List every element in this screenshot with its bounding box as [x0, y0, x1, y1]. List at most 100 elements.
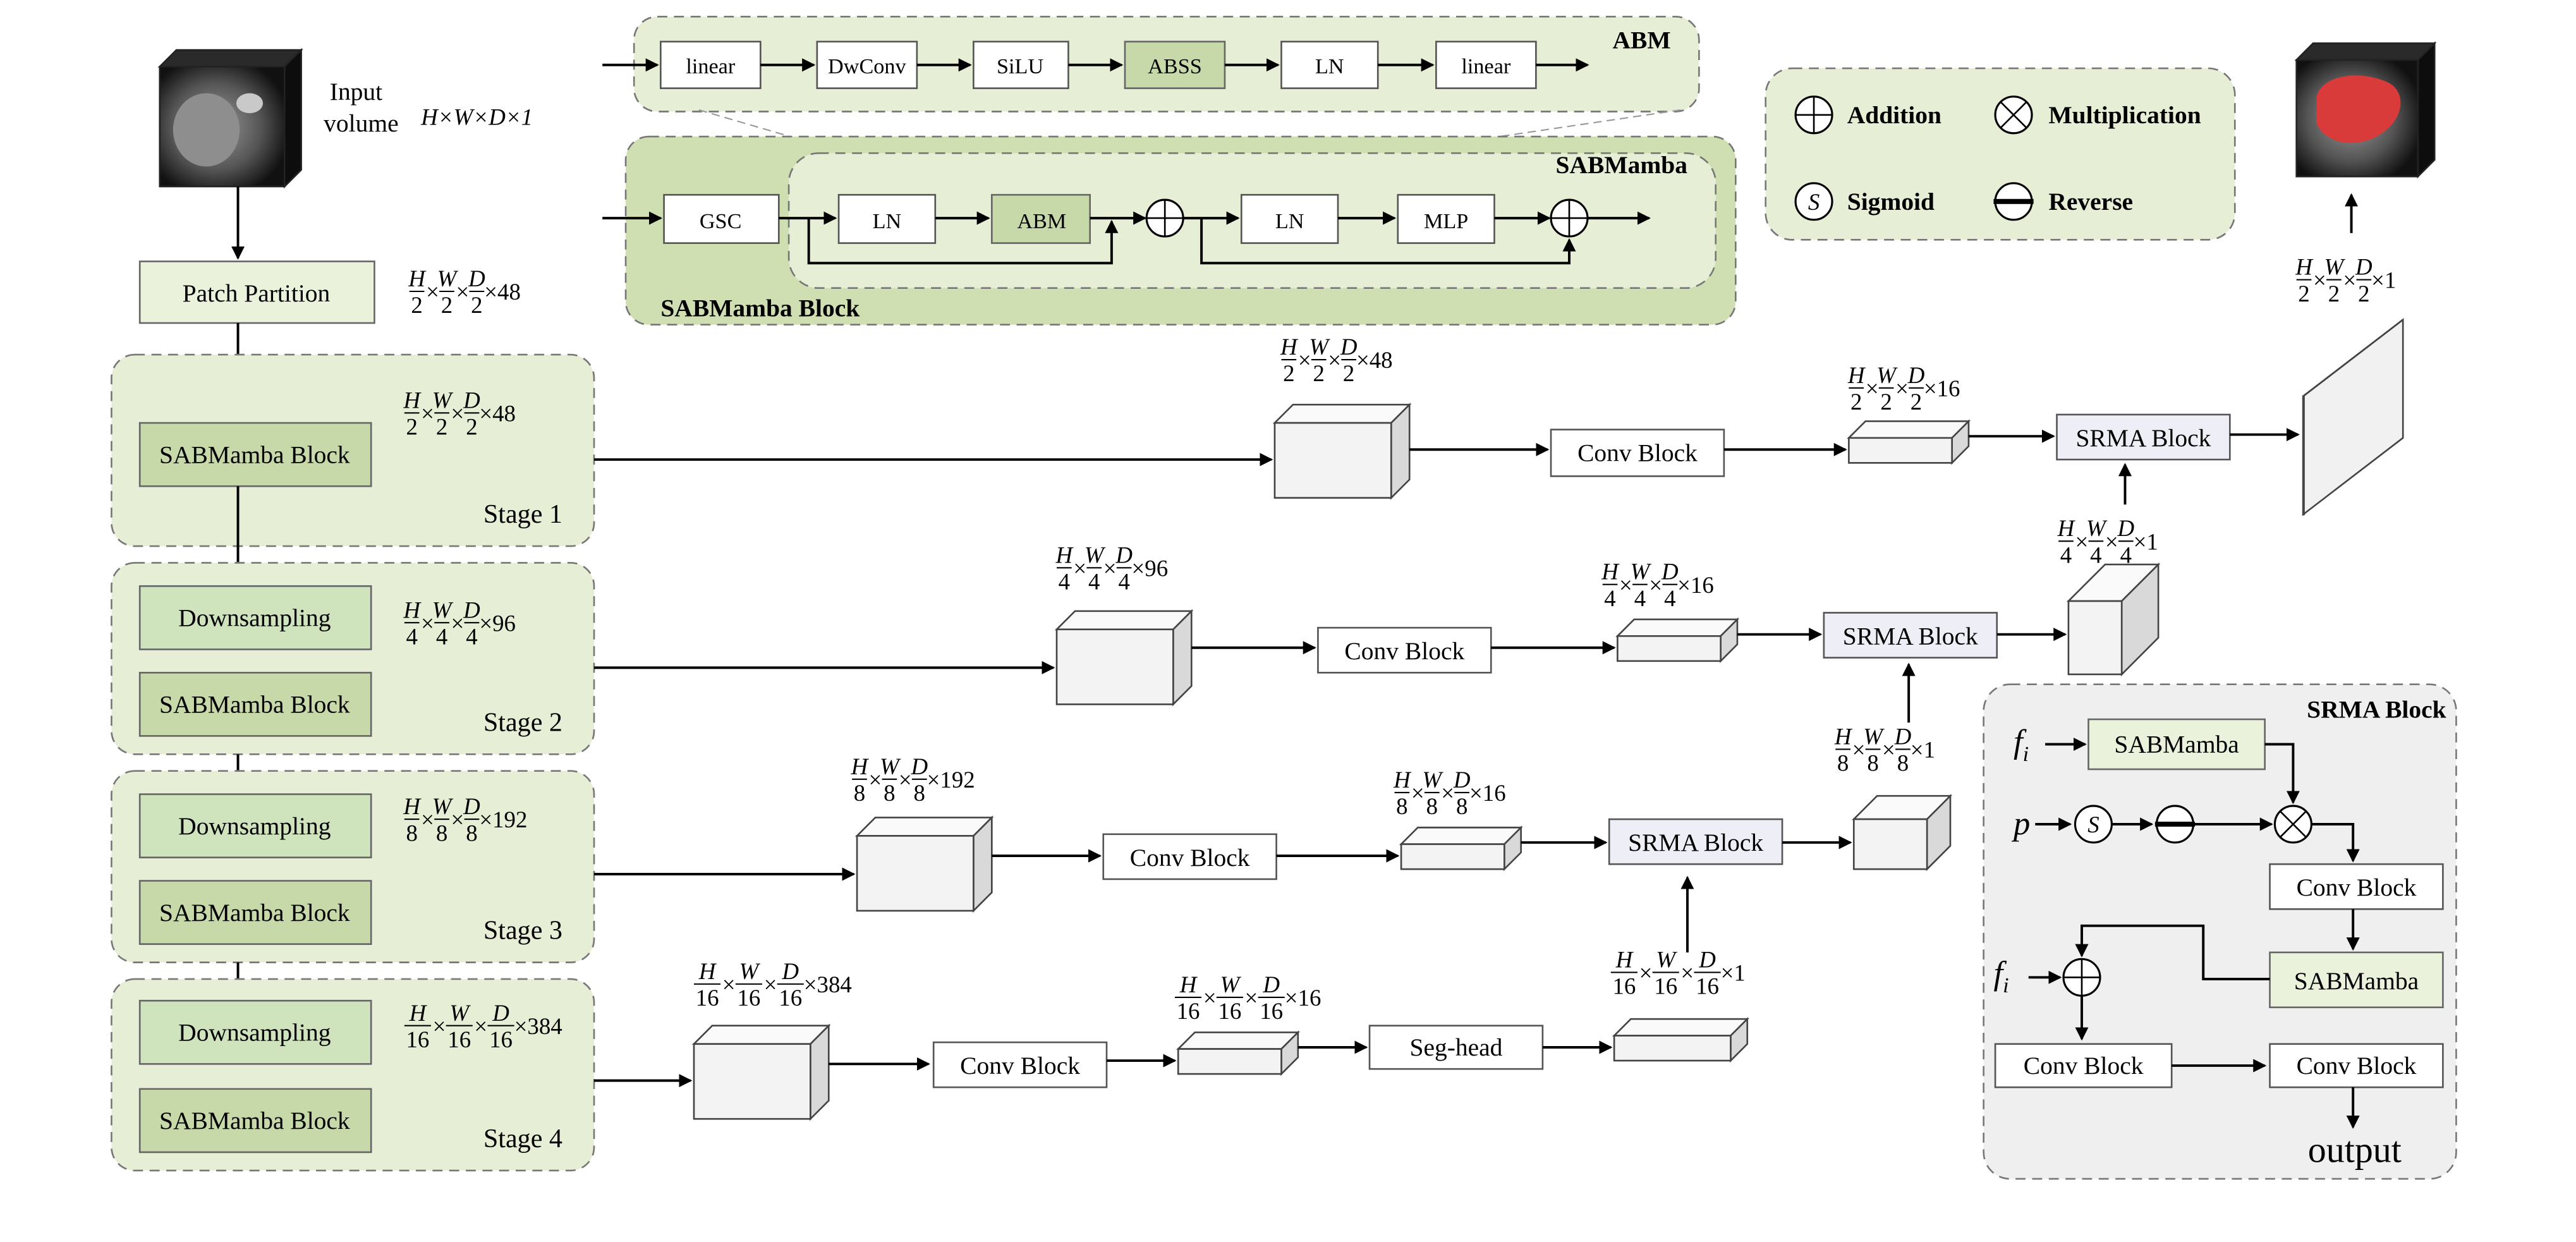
- srma-conv-block-1-label: Conv Block: [2297, 874, 2417, 901]
- row4-conv-dims-den-0: 16: [1177, 998, 1200, 1024]
- patch-partition-dims-times-1: ×: [456, 279, 469, 305]
- row2-conv-dims-times-1: ×: [1649, 572, 1662, 598]
- row3-up-cube-front: [1852, 818, 1928, 870]
- row1-feature-dims-den-0: 2: [1283, 360, 1294, 386]
- stage2-dims: H4×W4×D4×96: [403, 597, 516, 649]
- patch-partition-box: [138, 260, 375, 324]
- row2-conv-block: [1317, 626, 1492, 674]
- patch-partition-label: Patch Partition: [183, 279, 331, 307]
- row2-feature-dims-suffix: ×96: [1132, 555, 1169, 581]
- stage4-dims-num-2: D: [492, 1000, 509, 1026]
- row1-conv-dims-num-0: H: [1847, 362, 1866, 388]
- final-dims-num-0: H: [2295, 254, 2314, 280]
- row2-feature-dims-den-2: 4: [1118, 569, 1129, 595]
- stage1-dims-den-1: 2: [436, 414, 447, 440]
- addition-icon: [1794, 95, 1833, 135]
- row2-up-dims-num-1: W: [2086, 515, 2108, 541]
- abm-step-abss: [1124, 40, 1226, 89]
- residual-1: [807, 218, 1119, 265]
- row1-conv-dims-den-0: 2: [1850, 389, 1862, 415]
- row2-up-dims-den-0: 4: [2060, 542, 2072, 568]
- row3-feature-cube: [854, 815, 994, 913]
- row4-feature-dims-den-0: 16: [696, 985, 719, 1011]
- patch-partition-dims-suffix: ×48: [484, 279, 521, 305]
- row2-conv-dims-den-0: 4: [1604, 585, 1615, 611]
- row4-feature-cube: [691, 1023, 831, 1121]
- row3-up-dims-den-2: 8: [1897, 750, 1909, 776]
- stage1-dims-num-2: D: [463, 387, 480, 413]
- abm-title: ABM: [1612, 26, 1670, 54]
- row4-up-cube: [1612, 1017, 1749, 1063]
- row4-conv-dims-den-2: 16: [1260, 998, 1283, 1024]
- row1-conv-dims-num-2: D: [1907, 362, 1925, 388]
- srma-sabmamba-1: [2087, 718, 2266, 770]
- row1-feature-dims-den-2: 2: [1343, 360, 1354, 386]
- row2-up-dims-den-1: 4: [2090, 542, 2101, 568]
- final-dims-den-0: 2: [2298, 281, 2309, 307]
- srma-conv-block-2-label: Conv Block: [2024, 1052, 2144, 1080]
- srma-p: p: [2011, 805, 2030, 842]
- abm-step-linear2-label: linear: [1461, 54, 1510, 78]
- row2-conv-dims-num-1: W: [1631, 559, 1652, 585]
- legend-multiplication: Multiplication: [2048, 101, 2201, 129]
- stage4-downsampling-label: Downsampling: [178, 1018, 331, 1046]
- stage2-dims-den-1: 4: [436, 623, 447, 649]
- row3-conv-cube-top: [1399, 826, 1523, 845]
- stage4-dims-suffix: ×384: [514, 1013, 562, 1039]
- row2-feature-dims-num-0: H: [1055, 542, 1074, 568]
- final-dims-suffix: ×1: [2371, 267, 2396, 293]
- stage1-dims-den-0: 2: [406, 414, 417, 440]
- row2-feature-dims: H4×W4×D4×96: [1055, 542, 1169, 594]
- mlp-label: MLP: [1424, 209, 1468, 233]
- row4-feature-dims-times-0: ×: [722, 971, 736, 997]
- row2-srma-label: SRMA Block: [1843, 622, 1978, 650]
- row2-conv-dims-den-1: 4: [1634, 585, 1646, 611]
- row3-conv-dims: H8×W8×D8×16: [1393, 767, 1506, 819]
- patch-partition-dims-den-2: 2: [471, 292, 482, 318]
- stage3-dims-den-1: 8: [436, 820, 447, 846]
- srma-sigmoid-symbol: S: [2087, 812, 2099, 837]
- row3-conv-dims-times-0: ×: [1411, 780, 1425, 806]
- row1-feature-dims-num-2: D: [1340, 334, 1358, 360]
- sabmamba-inner-title: SABMamba: [1556, 151, 1688, 179]
- row1-feature-dims: H2×W2×D2×48: [1280, 334, 1393, 386]
- row3-conv-block: [1102, 833, 1277, 880]
- final-dims-num-2: D: [2355, 254, 2372, 280]
- row1-conv-dims-suffix: ×16: [1924, 375, 1960, 401]
- stage4-label: Stage 4: [483, 1124, 562, 1154]
- srma-sabmamba-2-label: SABMamba: [2294, 967, 2419, 995]
- row4-conv-cube: [1176, 1030, 1300, 1076]
- stage4-dims-num-0: H: [409, 1000, 428, 1026]
- srma-addition-node: [2062, 958, 2101, 997]
- final-dims-times-0: ×: [2313, 267, 2326, 293]
- stage3-block-label: SABMamba Block: [159, 899, 350, 927]
- sigmoid-symbol: S: [1808, 189, 1820, 215]
- row1-conv-block: [1550, 429, 1725, 477]
- row3-feature-dims-num-2: D: [910, 753, 928, 779]
- row2-feature-dims-times-0: ×: [1073, 555, 1086, 581]
- final-dims-times-1: ×: [2343, 267, 2356, 293]
- patch-partition-dims-num-0: H: [408, 265, 427, 291]
- legend-sigmoid: Sigmoid: [1847, 188, 1935, 216]
- final-dims-den-1: 2: [2328, 281, 2340, 307]
- stage4-dims: H16×W16×D16×384: [404, 1000, 562, 1052]
- input-dims: H×W×D×1: [420, 104, 533, 130]
- row4-feature-dims-den-1: 16: [737, 985, 760, 1011]
- sabmamba-block-title: SABMamba Block: [660, 295, 860, 322]
- row2-feature-dims-den-1: 4: [1088, 569, 1100, 595]
- row4-feature-cube-top: [691, 1025, 831, 1045]
- srma-sab-to-mul: [2264, 743, 2300, 805]
- srma-sab-to-add: [2075, 924, 2270, 980]
- stage1-dims-times-1: ×: [451, 400, 465, 426]
- patch-partition-dims-num-1: W: [437, 265, 459, 291]
- row2-conv-dims: H4×W4×D4×16: [1601, 559, 1714, 611]
- row1-conv-dims-num-1: W: [1876, 362, 1898, 388]
- row3-srma-block: [1608, 818, 1783, 865]
- stage3-downsampling: [138, 793, 372, 858]
- stage1-dims: H2×W2×D2×48: [403, 387, 516, 439]
- patch-partition-dims-den-0: 2: [411, 292, 422, 318]
- row4-feature-dims-den-2: 16: [779, 985, 802, 1011]
- row4-up-dims-den-0: 16: [1612, 973, 1636, 999]
- row4-up-dims-num-1: W: [1656, 947, 1677, 973]
- stage3-dims-den-2: 8: [466, 820, 477, 846]
